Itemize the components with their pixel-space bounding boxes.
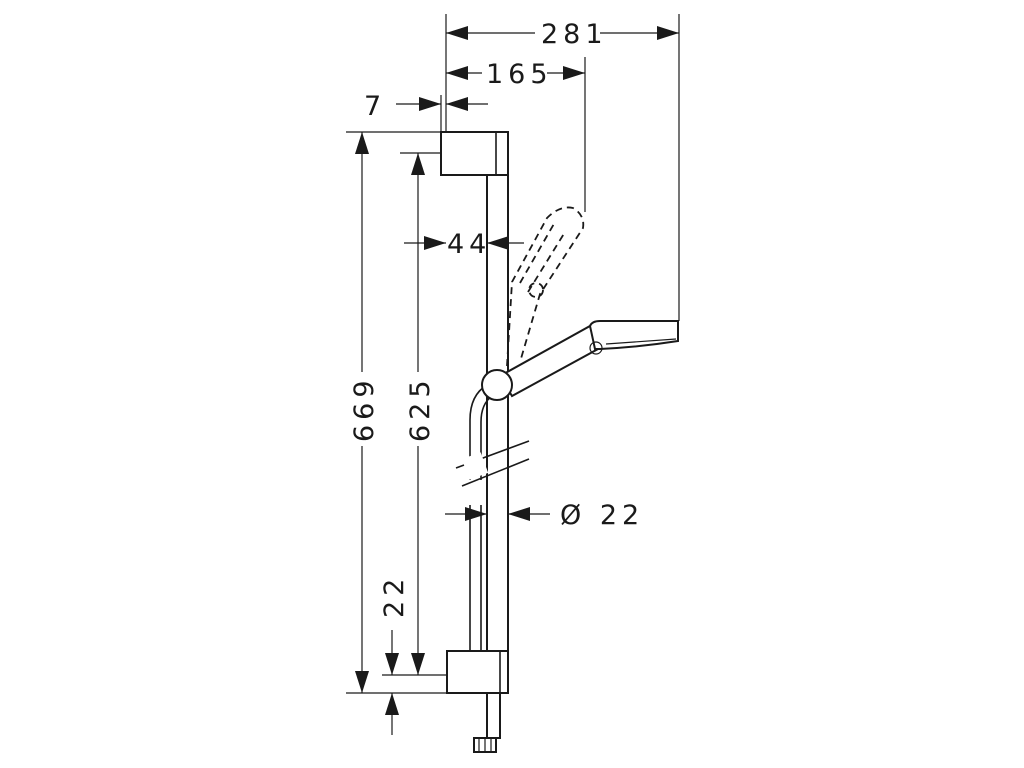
dimension-165: 165 xyxy=(486,59,553,90)
hand-shower-head xyxy=(588,320,679,350)
bottom-wall-bracket xyxy=(446,650,509,694)
top-wall-bracket xyxy=(440,131,509,176)
hand-shower xyxy=(481,320,679,401)
hose-connector xyxy=(486,692,501,739)
dimension-22-bottom: 22 xyxy=(379,574,410,618)
dimension-44: 44 xyxy=(447,229,491,260)
slider-holder xyxy=(481,369,513,401)
dimension-diameter-22: Ø 22 xyxy=(560,500,644,531)
dimension-669: 669 xyxy=(349,375,380,442)
dimension-281: 281 xyxy=(541,19,608,50)
dimension-625: 625 xyxy=(405,375,436,442)
hand-shower-alternate-position xyxy=(506,206,585,367)
hand-shower-handle xyxy=(498,324,600,398)
dimension-7: 7 xyxy=(364,91,386,122)
break-line-bottom xyxy=(461,458,530,487)
dimension-lines xyxy=(346,14,680,735)
dimension-labels: 281 165 7 44 Ø 22 669 625 22 xyxy=(349,19,644,618)
shower-rail-assembly xyxy=(440,131,509,753)
